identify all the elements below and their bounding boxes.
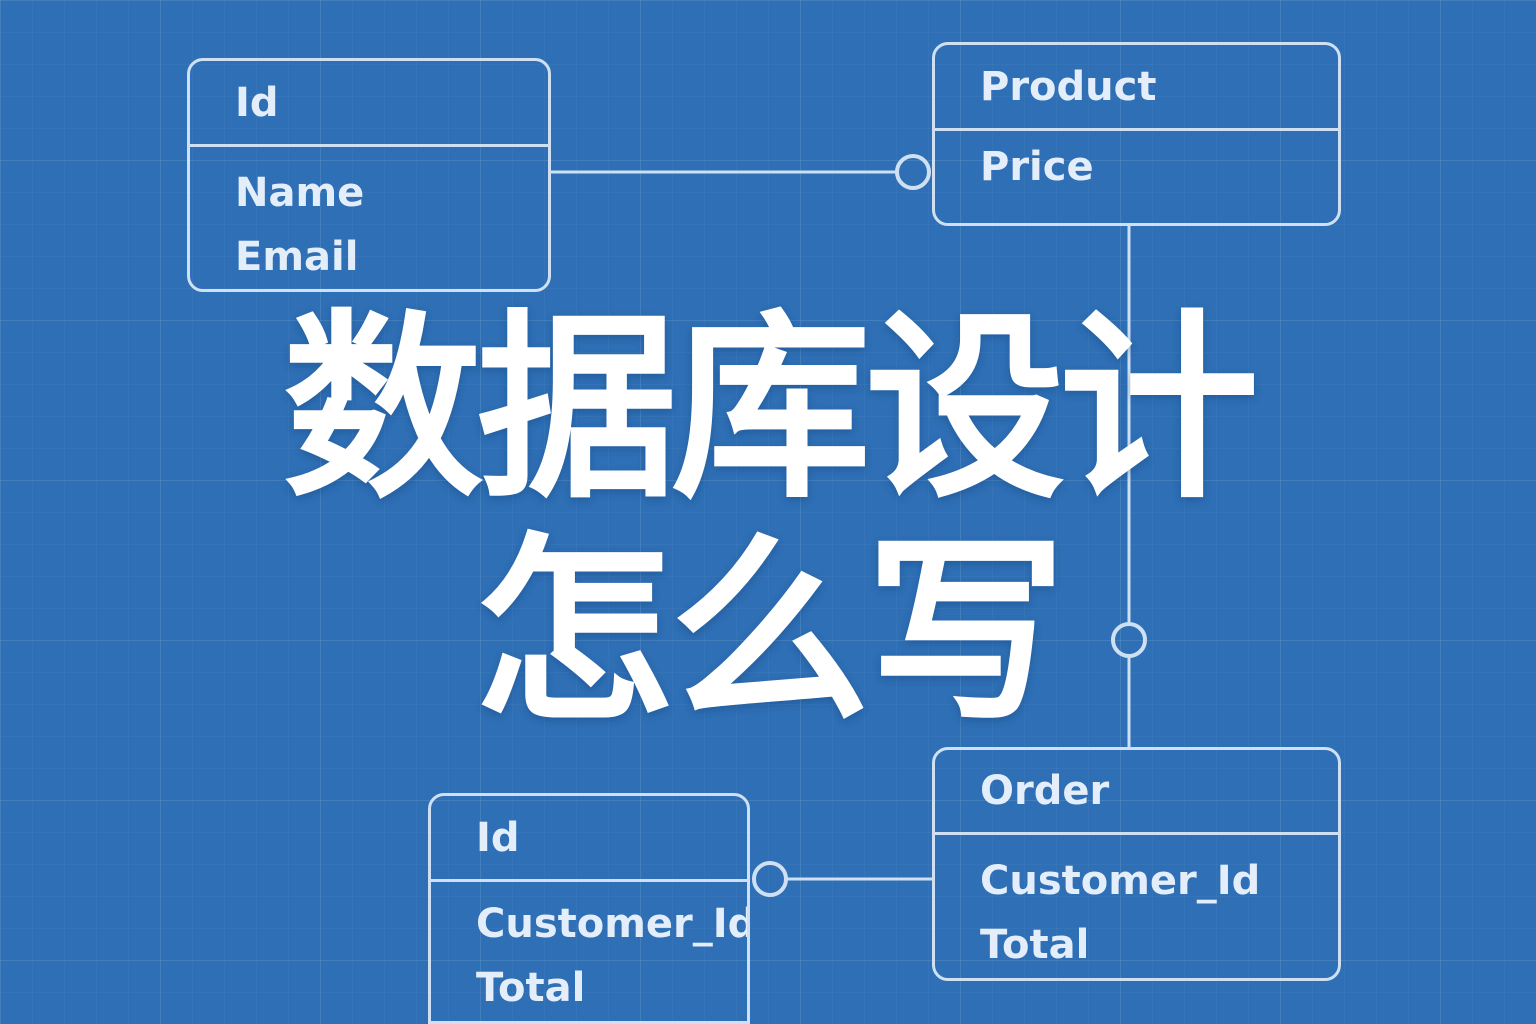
entity-product-fields: Price <box>935 131 1338 199</box>
connector-orderline-order-end <box>752 861 788 897</box>
entity-order-line-field-customer-id: Customer_Id <box>476 901 750 947</box>
entity-order-line-header: Id <box>431 796 747 882</box>
entity-customer-fields: Name Email <box>190 147 548 289</box>
entity-product[interactable]: Product Price <box>932 42 1341 226</box>
entity-order-line[interactable]: Id Customer_Id Total <box>428 793 750 1024</box>
entity-order[interactable]: Order Customer_Id Total <box>932 747 1341 981</box>
entity-order-field-customer-id: Customer_Id <box>980 858 1261 904</box>
entity-order-header: Order <box>935 750 1338 835</box>
entity-product-header: Product <box>935 45 1338 131</box>
entity-order-fields: Customer_Id Total <box>935 835 1338 977</box>
entity-order-field-total: Total <box>980 922 1090 968</box>
entity-customer-field-name: Name <box>235 170 365 216</box>
connector-customer-product-end <box>895 154 931 190</box>
entity-order-line-fields: Customer_Id Total <box>431 882 747 1020</box>
entity-customer[interactable]: Id Name Email <box>187 58 551 292</box>
title-line-2: 怎么写 <box>473 516 1066 749</box>
entity-order-line-field-total: Total <box>476 965 586 1011</box>
entity-customer-field-email: Email <box>235 234 359 280</box>
entity-product-field-price: Price <box>980 144 1094 190</box>
title-line-1: 数据库设计 <box>282 293 1259 526</box>
entity-customer-header: Id <box>190 61 548 147</box>
